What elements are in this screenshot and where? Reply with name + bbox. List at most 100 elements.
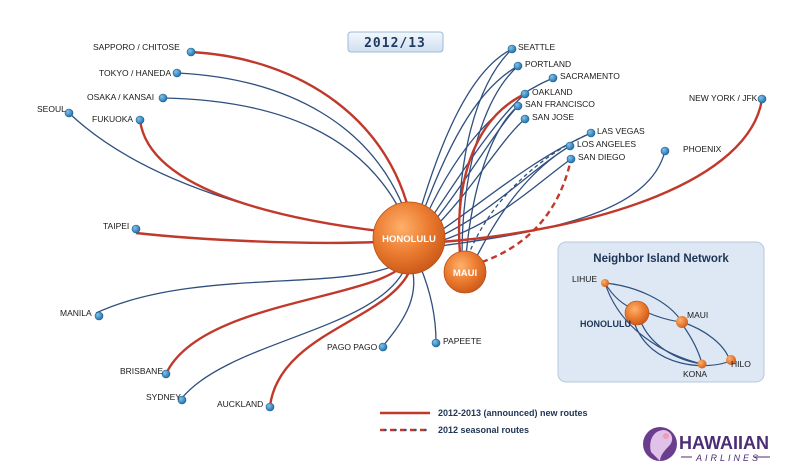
hub-label-maui: MAUI — [453, 268, 477, 279]
hub-maui[interactable]: MAUI — [443, 250, 487, 294]
route-honolulu-fukuoka — [138, 119, 406, 236]
city-dot-oakland[interactable] — [520, 89, 530, 99]
hub-honolulu[interactable]: HONOLULU — [372, 201, 446, 275]
new-routes — [135, 50, 764, 407]
seasonal-route-maui-las-vegas — [467, 132, 592, 257]
city-label-san-jose: SAN JOSE — [532, 112, 574, 122]
ni-hub-honolulu[interactable] — [624, 300, 650, 326]
route-honolulu-seattle — [414, 48, 513, 229]
legend-label-seasonal-routes: 2012 seasonal routes — [438, 425, 529, 435]
city-label-manila: MANILA — [60, 308, 92, 318]
city-dot-san-jose[interactable] — [520, 114, 530, 124]
route-honolulu-seoul — [68, 112, 408, 235]
year-badge-label: 2012/13 — [364, 36, 426, 51]
route-honolulu-pago-pago — [382, 267, 415, 347]
city-label-seattle: SEATTLE — [518, 42, 555, 52]
city-dot-manila[interactable] — [94, 311, 104, 321]
city-label-seoul: SEOUL — [37, 104, 66, 114]
ni-label-lihue: LIHUE — [572, 274, 597, 284]
city-dot-brisbane[interactable] — [161, 369, 171, 379]
ni-dot-lihue[interactable] — [601, 279, 609, 287]
city-label-phoenix: PHOENIX — [683, 144, 722, 154]
ni-dot-kona[interactable] — [697, 359, 707, 369]
city-label-fukuoka: FUKUOKA — [92, 114, 133, 124]
city-dot-san-francisco[interactable] — [513, 101, 523, 111]
city-dot-phoenix[interactable] — [660, 146, 670, 156]
route-honolulu-papeete — [419, 265, 437, 343]
city-dot-los-angeles[interactable] — [565, 141, 575, 151]
city-label-san-diego: SAN DIEGO — [578, 152, 626, 162]
ni-label-kona: KONA — [683, 369, 707, 379]
seasonal-route-maui-san-diego — [481, 158, 573, 264]
city-dot-sydney[interactable] — [177, 395, 187, 405]
city-dots — [64, 44, 767, 412]
route-honolulu-auckland — [268, 264, 414, 407]
seasonal-routes — [467, 132, 592, 264]
city-label-sapporo: SAPPORO / CHITOSE — [93, 42, 180, 52]
city-label-new-york: NEW YORK / JFK — [689, 93, 758, 103]
route-honolulu-sacramento — [419, 77, 554, 231]
city-dot-sacramento[interactable] — [548, 73, 558, 83]
city-dot-las-vegas[interactable] — [586, 128, 596, 138]
ni-label-maui: MAUI — [687, 310, 708, 320]
city-dot-pago-pago[interactable] — [378, 342, 388, 352]
ni-label-hilo: HILO — [731, 359, 751, 369]
city-labels: SAPPORO / CHITOSE TOKYO / HANEDA OSAKA /… — [37, 42, 758, 409]
city-dot-taipei[interactable] — [131, 224, 141, 234]
city-dot-papeete[interactable] — [431, 338, 441, 348]
ni-label-honolulu: HONOLULU — [580, 319, 631, 329]
route-honolulu-portland — [416, 65, 519, 230]
city-label-papeete: PAPEETE — [443, 336, 482, 346]
city-label-brisbane: BRISBANE — [120, 366, 163, 376]
city-dot-new-york[interactable] — [757, 94, 767, 104]
city-label-san-francisco: SAN FRANCISCO — [525, 99, 595, 109]
year-badge: 2012/13 — [347, 31, 444, 53]
city-label-taipei: TAIPEI — [103, 221, 129, 231]
route-maui-los-angeles — [474, 145, 571, 261]
city-label-sydney: SYDNEY — [146, 392, 181, 402]
city-dot-tokyo[interactable] — [172, 68, 182, 78]
route-honolulu-phoenix — [439, 150, 666, 247]
city-label-los-angeles: LOS ANGELES — [577, 139, 636, 149]
city-dot-sapporo[interactable] — [186, 47, 196, 57]
city-label-tokyo: TOKYO / HANEDA — [99, 68, 171, 78]
route-honolulu-tokyo — [176, 72, 413, 233]
neighbor-island-panel: Neighbor Island Network LIHUE MAUI KONA … — [557, 241, 765, 383]
city-dot-seoul[interactable] — [64, 108, 74, 118]
city-dot-seattle[interactable] — [507, 44, 517, 54]
logo-wordmark: HAWAIIAN — [679, 433, 769, 453]
city-dot-fukuoka[interactable] — [135, 115, 145, 125]
route-honolulu-taipei — [135, 231, 381, 245]
city-label-osaka: OSAKA / KANSAI — [87, 92, 154, 102]
city-dot-san-diego[interactable] — [566, 154, 576, 164]
city-dot-osaka[interactable] — [158, 93, 168, 103]
route-maui-seattle — [458, 48, 513, 256]
city-label-portland: PORTLAND — [525, 59, 571, 69]
route-honolulu-brisbane — [164, 261, 407, 375]
ni-route-honolulu-hilo — [633, 321, 731, 367]
route-honolulu-manila — [95, 257, 409, 314]
route-maui-oakland — [457, 92, 526, 255]
legend: 2012-2013 (announced) new routes 2012 se… — [380, 408, 588, 435]
city-dot-portland[interactable] — [513, 61, 523, 71]
ni-dot-maui[interactable] — [676, 316, 688, 328]
ni-route-lihue-maui — [604, 282, 683, 323]
legend-label-new-routes: 2012-2013 (announced) new routes — [438, 408, 588, 418]
route-honolulu-osaka — [162, 97, 411, 233]
route-honolulu-sapporo — [190, 50, 415, 231]
city-label-pago-pago: PAGO PAGO — [327, 342, 378, 352]
city-dot-auckland[interactable] — [265, 402, 275, 412]
route-honolulu-new-york — [439, 98, 764, 244]
city-label-las-vegas: LAS VEGAS — [597, 126, 645, 136]
logo-subtitle: AIRLINES — [695, 453, 761, 463]
city-label-auckland: AUCKLAND — [217, 399, 263, 409]
neighbor-island-title: Neighbor Island Network — [593, 253, 729, 265]
route-honolulu-sydney — [181, 265, 407, 399]
ni-dot-hilo[interactable] — [726, 355, 736, 365]
city-label-sacramento: SACRAMENTO — [560, 71, 620, 81]
hawaiian-airlines-pualani-icon — [643, 427, 677, 461]
city-label-oakland: OAKLAND — [532, 87, 573, 97]
route-honolulu-san-diego — [433, 158, 572, 244]
hawaiian-airlines-logo: HAWAIIAN AIRLINES — [643, 427, 770, 463]
